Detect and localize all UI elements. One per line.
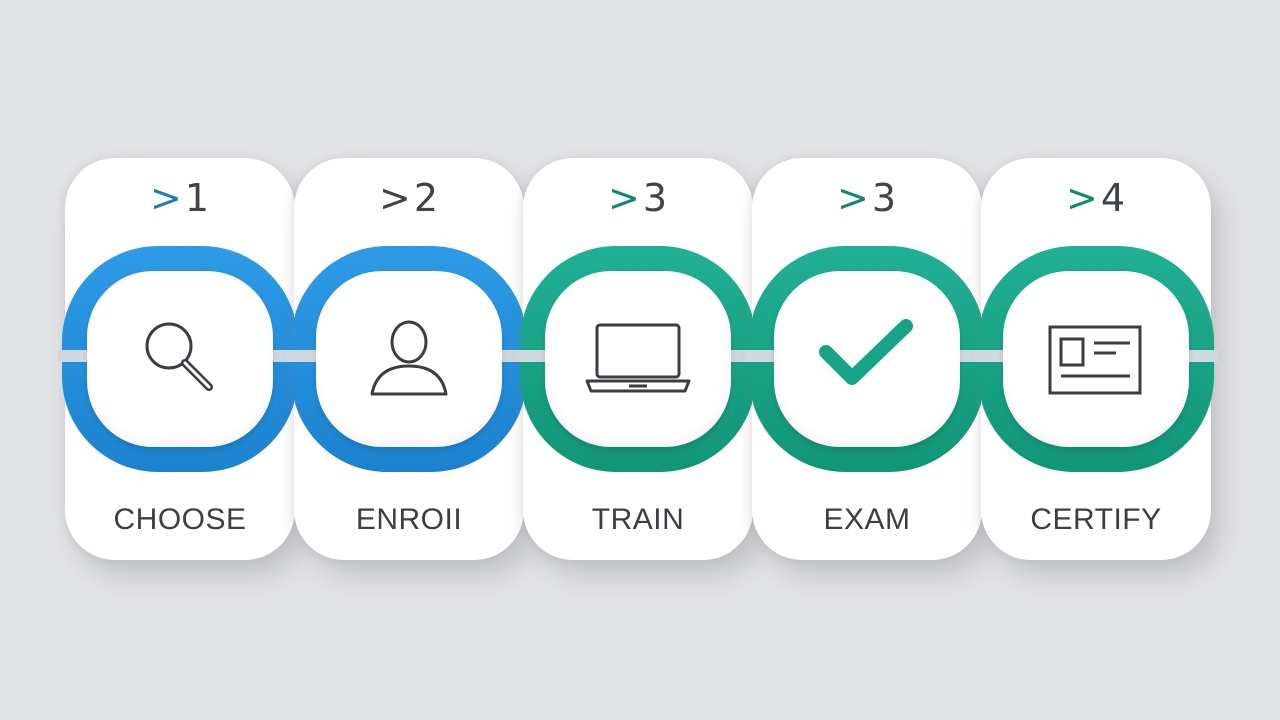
- step-ring: [58, 246, 302, 472]
- icon-tile: [316, 271, 502, 447]
- step-label: ENROII: [355, 503, 463, 536]
- step-label: TRAIN: [591, 503, 685, 536]
- step-label: EXAM: [823, 503, 911, 536]
- laptop-icon: [585, 323, 691, 393]
- step-number-value: 2: [413, 176, 440, 220]
- step-number-value: 4: [1100, 176, 1127, 220]
- icon-tile: [774, 271, 960, 447]
- chevron-icon: >: [149, 176, 183, 220]
- step-ring: [287, 246, 531, 472]
- step-ring: [974, 246, 1218, 472]
- magnifier-icon: [145, 322, 213, 391]
- step-card-exam: >3 EXAM: [745, 158, 989, 560]
- chevron-icon: >: [836, 176, 870, 220]
- icon-tile: [1003, 271, 1189, 447]
- person-icon: [370, 320, 448, 396]
- step-card-train: >3 TRAIN: [516, 158, 760, 560]
- step-card-certify: >4 CERTIFY: [974, 158, 1218, 560]
- step-number-value: 3: [642, 176, 669, 220]
- step-label: CHOOSE: [113, 503, 247, 536]
- step-number-value: 3: [871, 176, 898, 220]
- chevron-icon: >: [607, 176, 641, 220]
- chevron-icon: >: [378, 176, 412, 220]
- chevron-icon: >: [1065, 176, 1099, 220]
- step-number: >1: [65, 176, 295, 220]
- step-card-choose: >1 CHOOSE: [58, 158, 302, 560]
- step-number: >4: [981, 176, 1211, 220]
- step-ring: [516, 246, 760, 472]
- step-number: >3: [523, 176, 753, 220]
- step-label: CERTIFY: [1030, 503, 1162, 536]
- certificate-card-icon: [1048, 325, 1142, 395]
- icon-tile: [545, 271, 731, 447]
- step-number: >2: [294, 176, 524, 220]
- step-number: >3: [752, 176, 982, 220]
- checkmark-icon: [819, 319, 913, 385]
- step-ring: [745, 246, 989, 472]
- step-card-enroll: >2 ENROII: [287, 158, 531, 560]
- step-number-value: 1: [184, 176, 211, 220]
- icon-tile: [87, 271, 273, 447]
